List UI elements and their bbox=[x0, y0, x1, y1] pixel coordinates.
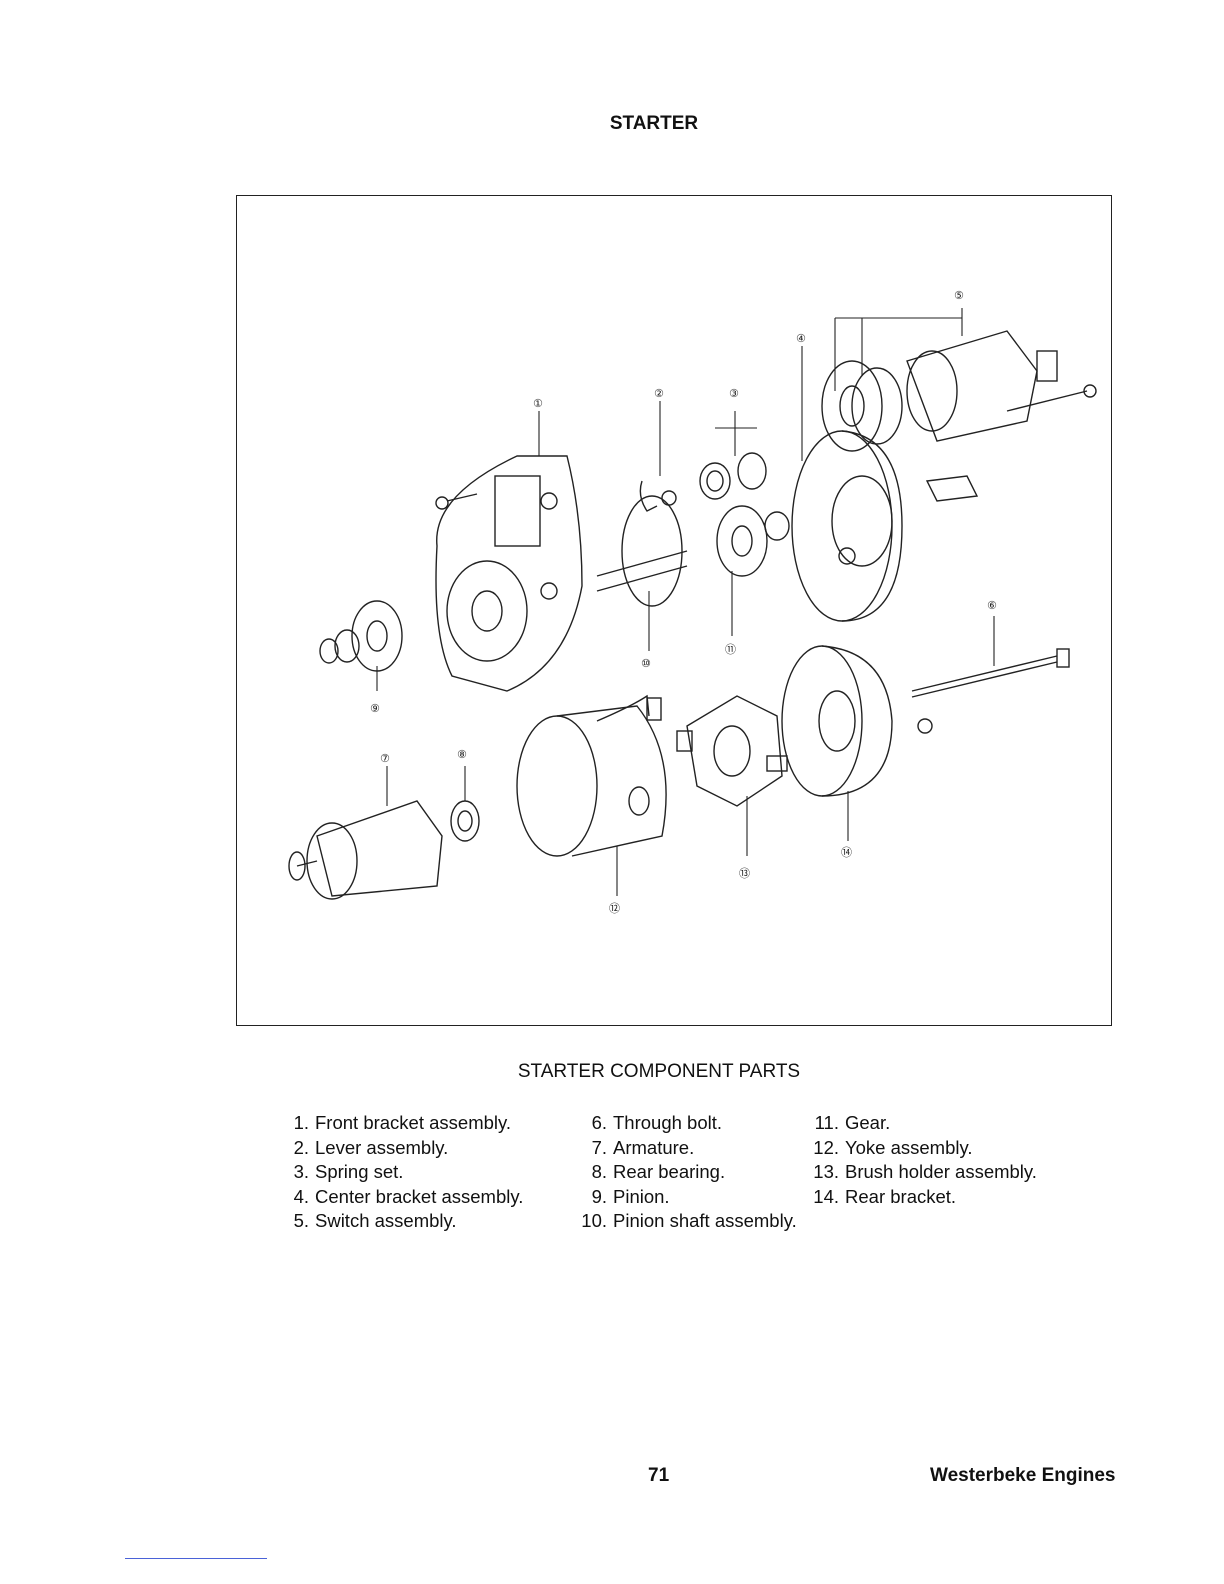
gear-drawing bbox=[716, 505, 790, 577]
callout-1: ① bbox=[533, 397, 543, 410]
pinion-drawing bbox=[319, 600, 403, 672]
legend-item: 14.Rear bracket. bbox=[813, 1185, 957, 1207]
legend-item: 2.Lever assembly. bbox=[293, 1136, 449, 1158]
parts-legend-column-2: 6.Through bolt. 7.Armature. 8.Rear beari… bbox=[576, 1111, 797, 1234]
legend-item: 11.Gear. bbox=[814, 1112, 891, 1133]
legend-item: 12.Yoke assembly. bbox=[813, 1136, 973, 1158]
yoke-drawing bbox=[516, 694, 667, 857]
callout-12: ⑫ bbox=[609, 902, 620, 915]
callout-3: ③ bbox=[729, 387, 739, 400]
page-number: 71 bbox=[648, 1465, 670, 1486]
through-bolt-drawing bbox=[911, 648, 1070, 698]
callout-5: ⑤ bbox=[954, 289, 964, 302]
legend-item: 13.Brush holder assembly. bbox=[813, 1161, 1037, 1182]
callout-7: ⑦ bbox=[380, 752, 390, 765]
switch-assembly-drawing bbox=[821, 330, 1097, 452]
starter-exploded-view: ① ② ③ ④ ⑤ ⑥ ⑦ ⑧ ⑨ ⑩ ⑪ ⑫ ⑬ ⑭ bbox=[288, 289, 1097, 915]
footnote-rule bbox=[125, 1558, 267, 1559]
exploded-diagram: ① ② ③ ④ ⑤ ⑥ ⑦ ⑧ ⑨ ⑩ ⑪ ⑫ ⑬ ⑭ bbox=[236, 195, 1112, 1026]
callout-8: ⑧ bbox=[457, 748, 467, 761]
legend-item: 9.Pinion. bbox=[591, 1185, 670, 1207]
legend-item: 5.Switch assembly. bbox=[293, 1210, 457, 1231]
callout-10: ⑩ bbox=[641, 657, 651, 670]
legend-item: 3.Spring set. bbox=[293, 1161, 404, 1182]
parts-legend-column-3: 11.Gear. 12.Yoke assembly. 13.Brush hold… bbox=[808, 1111, 1037, 1209]
armature-drawing bbox=[288, 800, 443, 900]
legend-item: 10.Pinion shaft assembly. bbox=[581, 1210, 797, 1231]
figure-caption: STARTER COMPONENT PARTS bbox=[517, 1061, 801, 1082]
callout-2: ② bbox=[654, 387, 664, 400]
spring-set-drawing bbox=[699, 452, 767, 500]
callout-14: ⑭ bbox=[841, 846, 852, 859]
legend-item: 1.Front bracket assembly. bbox=[293, 1112, 512, 1133]
lever-and-shaft-drawing bbox=[596, 480, 688, 607]
callout-4: ④ bbox=[796, 332, 806, 345]
callout-9: ⑨ bbox=[370, 702, 380, 715]
legend-item: 4.Center bracket assembly. bbox=[293, 1185, 524, 1207]
legend-item: 6.Through bolt. bbox=[591, 1112, 723, 1133]
rear-bearing-drawing bbox=[450, 800, 480, 842]
legend-item: 7.Armature. bbox=[591, 1136, 695, 1158]
page-title: STARTER bbox=[609, 113, 699, 134]
center-bracket-drawing bbox=[791, 430, 979, 622]
brush-holder-drawing bbox=[676, 695, 788, 807]
legend-item: 8.Rear bearing. bbox=[591, 1161, 726, 1182]
rear-bracket-drawing bbox=[781, 645, 933, 797]
front-bracket-drawing bbox=[435, 455, 583, 692]
callout-13: ⑬ bbox=[739, 867, 750, 880]
footer-brand: Westerbeke Engines bbox=[930, 1465, 1116, 1486]
callout-6: ⑥ bbox=[987, 599, 997, 612]
callout-11: ⑪ bbox=[725, 643, 736, 656]
parts-legend-column-1: 1.Front bracket assembly. 2.Lever assemb… bbox=[278, 1111, 524, 1234]
